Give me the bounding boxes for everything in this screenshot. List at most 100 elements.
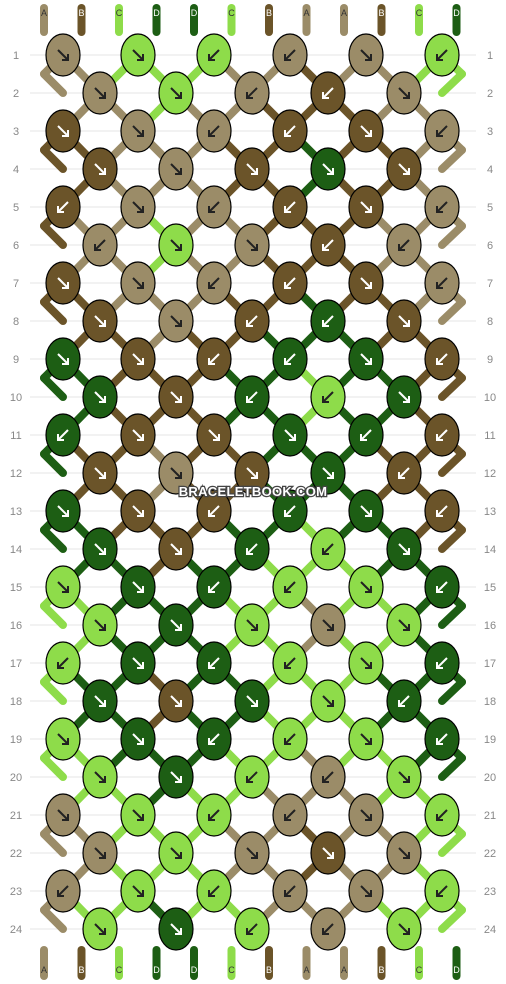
bottom-strand-label: A <box>41 965 47 975</box>
row-label-left: 16 <box>10 620 22 632</box>
knot <box>424 413 460 457</box>
arrow-down-left-icon <box>284 885 296 897</box>
knot <box>348 641 384 685</box>
row-label-left: 4 <box>13 164 19 176</box>
knot <box>234 451 270 495</box>
knot <box>310 755 346 799</box>
arrow-down-left-icon <box>284 505 296 517</box>
knot <box>424 33 460 77</box>
knot <box>158 907 194 951</box>
arrow-down-right-icon <box>57 353 69 365</box>
thread-segment <box>438 298 466 325</box>
knot <box>272 489 308 533</box>
knot <box>158 679 194 723</box>
knot <box>234 907 270 951</box>
row-label-left: 13 <box>10 506 22 518</box>
thread-segment <box>40 298 67 325</box>
arrow-down-right-icon <box>170 695 182 707</box>
arrow-down-right-icon <box>398 163 410 175</box>
arrow-down-right-icon <box>57 125 69 137</box>
arrow-down-left-icon <box>208 505 220 517</box>
knot <box>196 337 232 381</box>
thread-segment <box>40 146 67 173</box>
top-strand-label: A <box>41 8 47 18</box>
knot <box>310 907 346 951</box>
knot <box>272 261 308 305</box>
arrow-down-right-icon <box>132 49 144 61</box>
knot <box>424 641 460 685</box>
bottom-strand-label: D <box>191 965 198 975</box>
arrow-down-left-icon <box>246 543 258 555</box>
row-label-left: 9 <box>13 354 19 366</box>
knot <box>234 527 270 571</box>
knot <box>424 717 460 761</box>
arrow-down-right-icon <box>322 467 334 479</box>
knot <box>45 185 81 229</box>
knot <box>386 679 422 723</box>
arrow-down-left-icon <box>208 809 220 821</box>
top-strand-label: B <box>378 8 384 18</box>
arrow-down-right-icon <box>322 163 334 175</box>
arrow-down-left-icon <box>360 429 372 441</box>
knot-grid <box>45 33 460 951</box>
arrow-down-right-icon <box>94 87 106 99</box>
arrow-down-right-icon <box>360 733 372 745</box>
knot <box>234 223 270 267</box>
arrow-down-right-icon <box>360 885 372 897</box>
knot <box>45 413 81 457</box>
row-label-left: 8 <box>13 316 19 328</box>
arrow-down-right-icon <box>246 467 258 479</box>
knot <box>158 71 194 115</box>
thread-segment <box>438 602 466 629</box>
arrow-down-right-icon <box>360 201 372 213</box>
arrow-down-right-icon <box>94 847 106 859</box>
thread-segment <box>40 70 67 97</box>
arrow-down-right-icon <box>246 695 258 707</box>
knot <box>158 603 194 647</box>
thread-segment <box>40 526 67 553</box>
arrow-down-left-icon <box>436 277 448 289</box>
row-label-left: 7 <box>13 278 19 290</box>
thread-segment <box>438 146 466 173</box>
row-label-right: 5 <box>487 202 493 214</box>
row-label-right: 19 <box>484 734 496 746</box>
knot <box>45 793 81 837</box>
thread-segment <box>438 526 466 553</box>
arrow-down-right-icon <box>170 923 182 935</box>
arrow-down-right-icon <box>208 429 220 441</box>
knot <box>158 755 194 799</box>
knot <box>196 33 232 77</box>
arrow-down-left-icon <box>246 923 258 935</box>
row-label-right: 15 <box>484 582 496 594</box>
arrow-down-right-icon <box>170 847 182 859</box>
row-label-left: 15 <box>10 582 22 594</box>
arrow-down-right-icon <box>360 657 372 669</box>
knot <box>82 71 118 115</box>
bottom-strand-label: C <box>416 965 423 975</box>
arrow-down-right-icon <box>132 201 144 213</box>
thread-segment <box>40 374 67 401</box>
arrow-down-left-icon <box>436 201 448 213</box>
row-label-right: 23 <box>484 886 496 898</box>
thread-segment <box>438 678 466 705</box>
knot <box>196 261 232 305</box>
knot <box>82 527 118 571</box>
arrow-down-left-icon <box>284 353 296 365</box>
thread-segment <box>438 830 466 857</box>
arrow-down-left-icon <box>322 87 334 99</box>
arrow-down-left-icon <box>208 277 220 289</box>
knot <box>120 413 156 457</box>
row-label-left: 23 <box>10 886 22 898</box>
arrow-down-right-icon <box>132 581 144 593</box>
arrow-down-left-icon <box>322 543 334 555</box>
knot <box>310 679 346 723</box>
arrow-down-left-icon <box>208 581 220 593</box>
watermark: BRACELETBOOK.COM <box>179 484 328 499</box>
bottom-strand-label: C <box>116 965 123 975</box>
knot <box>424 489 460 533</box>
knot <box>348 33 384 77</box>
arrow-down-right-icon <box>57 505 69 517</box>
arrow-down-left-icon <box>398 467 410 479</box>
knot <box>386 527 422 571</box>
